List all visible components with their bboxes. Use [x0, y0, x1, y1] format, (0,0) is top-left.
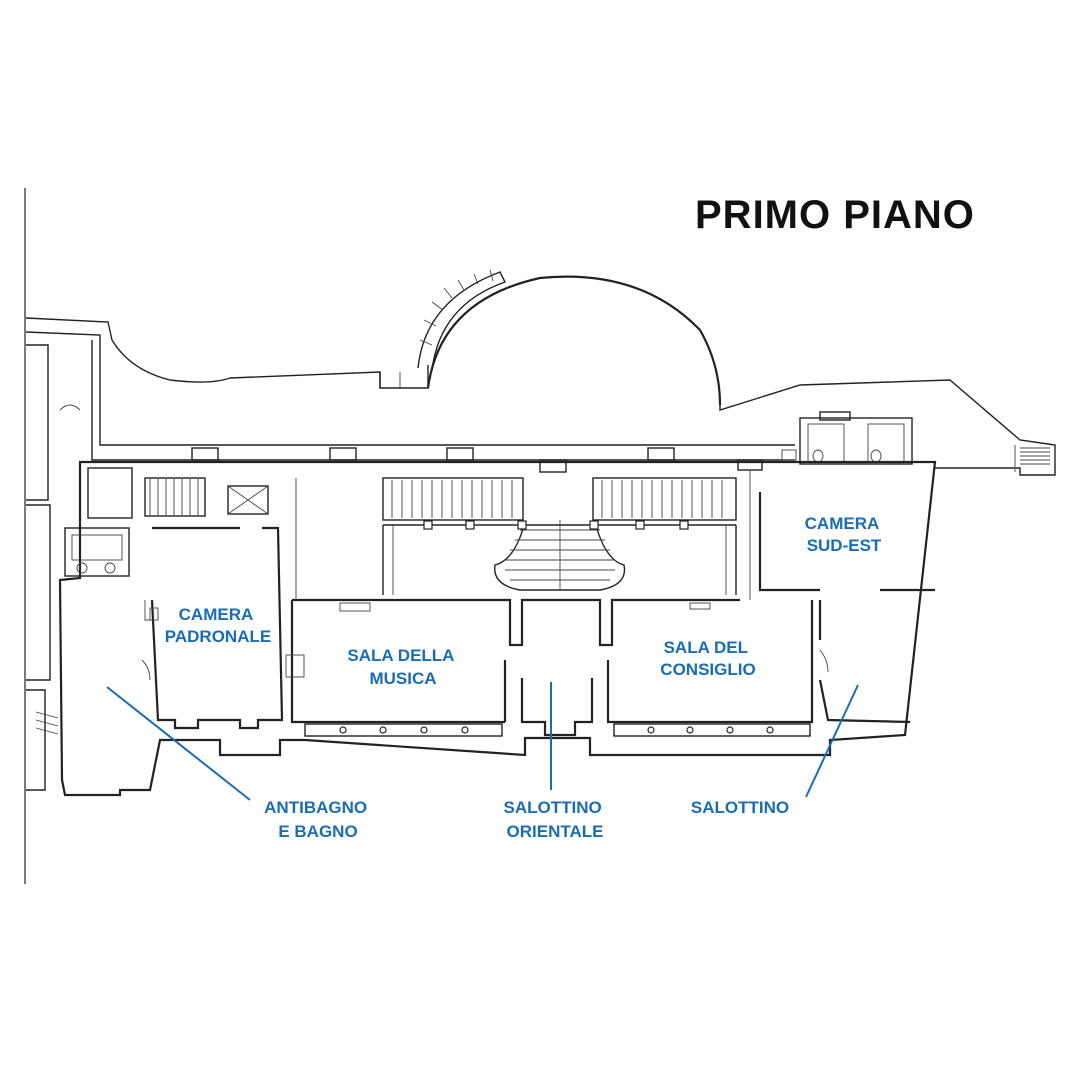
leader-lines	[106, 682, 859, 801]
terrace-outline	[25, 269, 1056, 476]
grand-staircase	[382, 477, 737, 595]
leader-salottino	[805, 684, 859, 798]
label-salottino: SALOTTINO	[691, 798, 789, 817]
interior-partitions	[141, 470, 935, 737]
north-windows	[191, 447, 763, 473]
service-block-top-right	[781, 411, 913, 465]
label-sala-del-consiglio: SALA DEL CONSIGLIO	[660, 638, 755, 679]
room-labels: CAMERA PADRONALE SALA DELLA MUSICA SALA …	[165, 514, 884, 841]
label-sala-della-musica: SALA DELLA MUSICA	[347, 646, 458, 688]
south-window-strip	[304, 723, 811, 737]
plan-title: PRIMO PIANO	[695, 193, 975, 237]
label-salottino-orientale: SALOTTINO ORIENTALE	[504, 798, 607, 841]
stair-core-left	[87, 467, 269, 519]
label-antibagno-e-bagno: ANTIBAGNO E BAGNO	[264, 798, 372, 841]
leader-antibagno	[106, 686, 251, 801]
main-building-walls	[58, 460, 937, 797]
label-camera-padronale: CAMERA PADRONALE	[165, 605, 271, 646]
label-camera-sud-est: CAMERA SUD-EST	[805, 514, 884, 555]
left-wing-walls	[26, 344, 130, 791]
